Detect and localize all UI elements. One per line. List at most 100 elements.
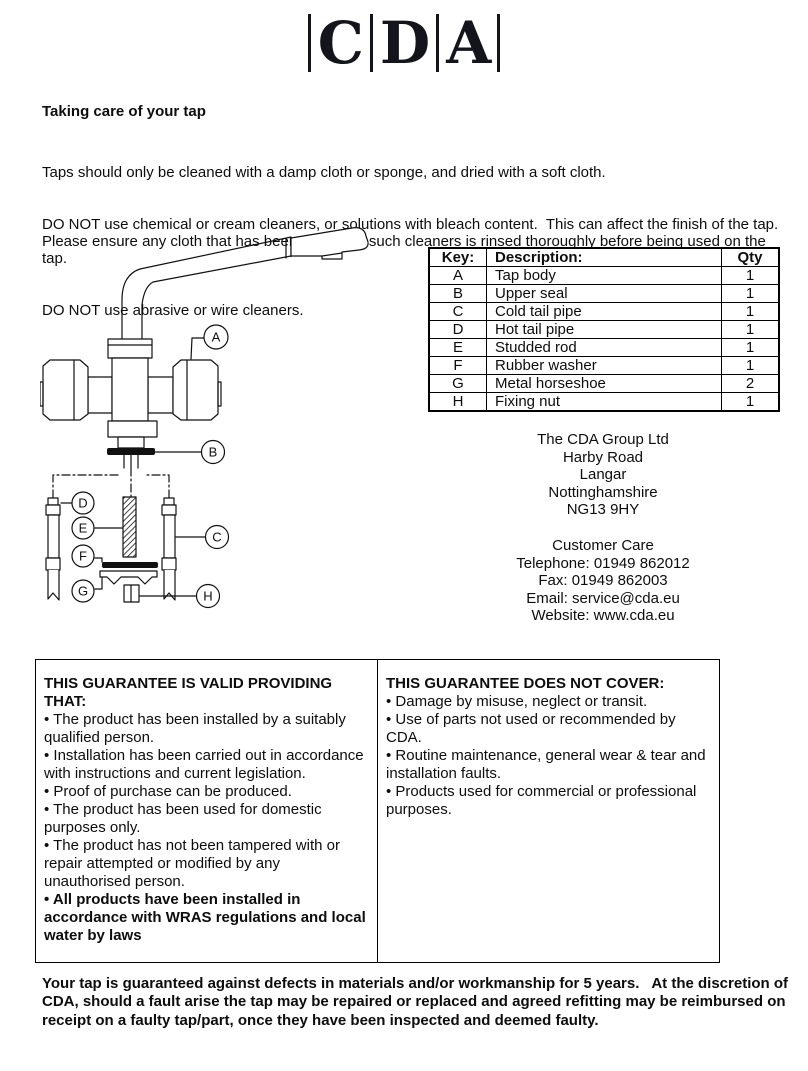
cell-qty: 1 (721, 302, 780, 321)
label-circle-f (71, 544, 95, 568)
logo-bar (497, 14, 501, 72)
label-circle-a (203, 324, 229, 350)
guarantee-bullet: • Routine maintenance, general wear & te… (386, 747, 706, 782)
guarantee-box: THIS GUARANTEE IS VALID PROVIDING THAT: … (35, 659, 720, 963)
metal-horseshoe (99, 570, 158, 585)
cell-description: Studded rod (486, 338, 722, 357)
leader-a (190, 337, 205, 360)
logo-bar (307, 14, 311, 72)
leader-g (94, 577, 103, 590)
part-label-f: F (79, 549, 87, 564)
cell-key: F (428, 356, 487, 375)
label-circle-b (200, 439, 226, 465)
cell-key: G (428, 374, 487, 393)
cell-key: H (428, 392, 487, 412)
contact-line-telephone: Telephone: 01949 862012 (516, 554, 690, 572)
guarantee-not-cover-column: THIS GUARANTEE DOES NOT COVER: • Damage … (378, 660, 719, 962)
logo-bar (369, 14, 373, 72)
cell-description: Upper seal (486, 284, 722, 303)
care-paragraph: DO NOT use abrasive or wire cleaners. (42, 302, 304, 320)
table-row: H Fixing nut 1 (428, 392, 780, 412)
guarantee-valid-column: THIS GUARANTEE IS VALID PROVIDING THAT: … (36, 660, 378, 962)
address-line: Langar (579, 466, 627, 483)
table-row: D Hot tail pipe 1 (428, 320, 780, 339)
guarantee-bullet: • Installation has been carried out in a… (44, 747, 364, 782)
cell-qty: 1 (721, 356, 780, 375)
spout-outline (141, 255, 292, 340)
cell-description: Metal horseshoe (486, 374, 722, 393)
guarantee-bullet: • Proof of purchase can be produced. (44, 783, 292, 800)
part-label-h: H (203, 589, 212, 604)
part-label-e: E (79, 521, 88, 536)
centerline (143, 474, 170, 499)
upper-seal (107, 448, 155, 455)
guarantee-bullet: • The product has been installed by a su… (44, 711, 346, 746)
header-key: Key: (428, 247, 487, 267)
address-line: NG13 9HY (566, 501, 640, 518)
tap-body-base (107, 420, 158, 438)
care-text: Taps should only be cleaned with a damp … (42, 130, 794, 354)
spout-head (290, 227, 369, 260)
cell-qty: 1 (721, 320, 780, 339)
cell-description: Tap body (486, 266, 722, 285)
cda-logo: C D A (0, 8, 808, 78)
address-line: The CDA Group Ltd (537, 431, 669, 448)
cell-description: Hot tail pipe (486, 320, 722, 339)
guarantee-summary-note: Your tap is guaranteed against defects i… (42, 975, 793, 1029)
studded-rod (122, 496, 137, 558)
table-row: F Rubber washer 1 (428, 356, 780, 375)
part-label-g: G (78, 584, 88, 599)
cell-qty: 1 (721, 266, 780, 285)
cell-qty: 2 (721, 374, 780, 393)
part-label-b: B (209, 445, 218, 460)
guarantee-bullet: • Products used for commercial or profes… (386, 783, 697, 818)
guarantee-bullet: • The product has not been tampered with… (44, 837, 340, 890)
contact-line-email: Email: service@cda.eu (526, 589, 680, 607)
guarantee-valid-heading: THIS GUARANTEE IS VALID PROVIDING THAT: (44, 675, 333, 710)
care-heading: Taking care of your tap (42, 103, 206, 120)
valve-housing-left (42, 359, 89, 421)
label-circle-h (195, 583, 221, 609)
logo-letter-a: A (446, 9, 491, 77)
cold-tail-pipe (161, 497, 177, 601)
table-row: C Cold tail pipe 1 (428, 302, 780, 321)
part-label-c: C (212, 530, 221, 545)
header-description: Description: (486, 247, 722, 267)
tap-diagram: A B C D E F G H (40, 227, 369, 609)
guarantee-not-cover-heading: THIS GUARANTEE DOES NOT COVER: (386, 675, 665, 692)
label-circle-e (71, 516, 95, 540)
table-row: E Studded rod 1 (428, 338, 780, 357)
part-label-a: A (212, 330, 221, 345)
contact-line: Customer Care (552, 537, 654, 554)
aerator-line (321, 252, 343, 257)
tap-arm (147, 376, 174, 414)
guarantee-bullet: • The product has been used for domestic… (44, 801, 322, 836)
guarantee-bullet: • Use of parts not used or recommended b… (386, 711, 676, 746)
company-address: The CDA Group Ltd Harby Road Langar Nott… (463, 431, 743, 519)
guarantee-bullet-wras: • All products have been installed in ac… (44, 891, 366, 944)
contact-line-fax: Fax: 01949 862003 (538, 572, 668, 589)
tap-arm (87, 376, 113, 414)
contact-line-website: Website: www.cda.eu (531, 607, 675, 624)
care-paragraph: Taps should only be cleaned with a damp … (42, 164, 606, 182)
cell-key: C (428, 302, 487, 321)
centerline (52, 474, 119, 499)
parts-table: Key: Description: Qty A Tap body 1 B Upp… (428, 247, 780, 412)
spout-joint (285, 236, 292, 259)
care-paragraph: DO NOT use chemical or cream cleaners, o… (42, 216, 787, 268)
cell-key: A (428, 266, 487, 285)
rubber-washer (102, 562, 158, 568)
cell-qty: 1 (721, 284, 780, 303)
address-line: Nottinghamshire (548, 483, 658, 501)
label-circle-c (204, 524, 230, 550)
logo-bar (436, 14, 440, 72)
part-label-d: D (78, 496, 87, 511)
cell-qty: 1 (721, 338, 780, 357)
header-qty: Qty (721, 247, 780, 267)
cell-qty: 1 (721, 392, 780, 412)
label-circle-g (71, 579, 95, 603)
customer-care-contact: Customer Care Telephone: 01949 862012 Fa… (463, 537, 743, 625)
cell-description: Rubber washer (486, 356, 722, 375)
tap-body-tail (117, 436, 145, 449)
